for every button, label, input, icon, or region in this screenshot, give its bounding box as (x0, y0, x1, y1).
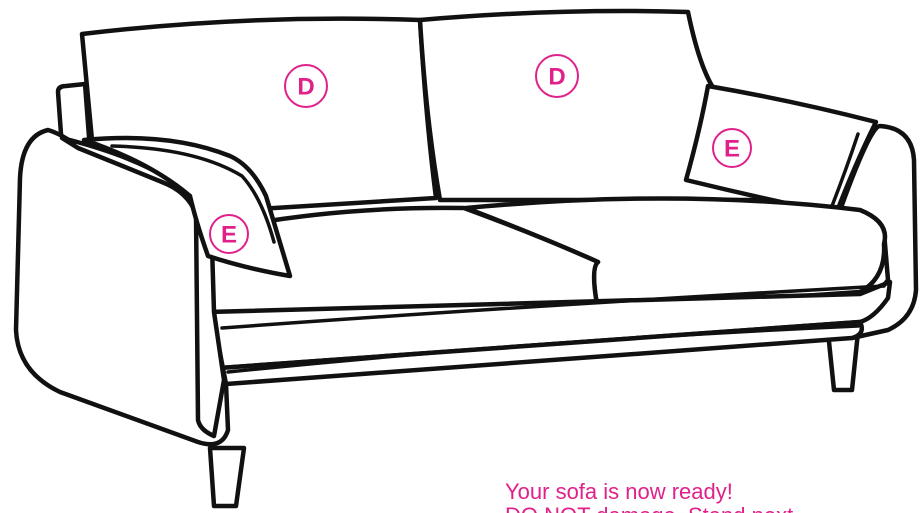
label-e-left: E (209, 214, 249, 254)
svg-text:E: E (221, 222, 237, 249)
base-panel (217, 319, 864, 387)
svg-text:D: D (548, 64, 565, 91)
label-e-right: E (712, 128, 752, 168)
pillow-left-seam (110, 144, 276, 244)
label-d-left: D (284, 64, 328, 108)
svg-text:D: D (297, 74, 314, 101)
caption-line-2: DO NOT damage. Stand next (505, 503, 793, 513)
label-d-right: D (535, 54, 579, 98)
front-leg (207, 445, 247, 509)
svg-text:E: E (724, 136, 740, 163)
pillow-right-seam (830, 132, 860, 208)
caption-line-1: Your sofa is now ready! (505, 479, 733, 504)
base-seam (226, 324, 860, 374)
rear-frame-left (55, 81, 93, 153)
rail-seam (220, 284, 886, 330)
